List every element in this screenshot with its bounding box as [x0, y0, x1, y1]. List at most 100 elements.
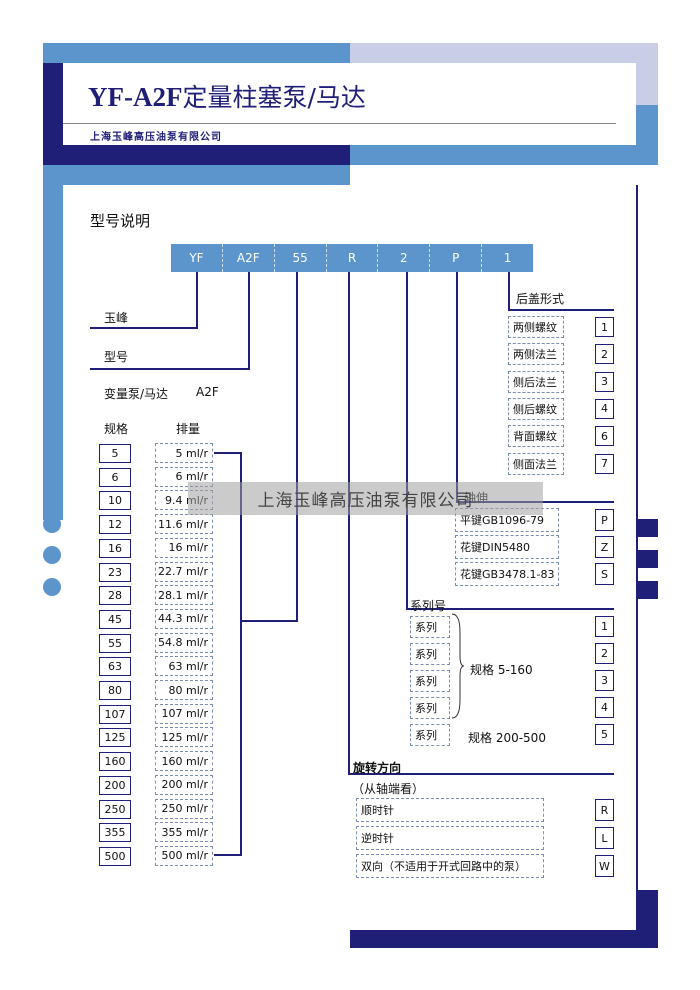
- code-cell: YF: [171, 244, 223, 272]
- displacement-header: 排量: [176, 422, 201, 436]
- code-cell: P: [430, 244, 483, 272]
- rotation-option-code: W: [595, 855, 614, 877]
- dot-1: [43, 515, 61, 533]
- shaft-option-label: 花键DIN5480: [455, 535, 559, 559]
- right-lavender-band: [636, 63, 658, 105]
- cover-option-code: 3: [595, 371, 614, 392]
- dot-2: [43, 546, 61, 564]
- size-box: 16: [99, 538, 131, 558]
- series-option-label: 系列: [410, 616, 450, 638]
- line-bracket-top: [214, 452, 242, 454]
- size-box: 63: [99, 657, 131, 677]
- displacement-box: 6 ml/r: [155, 466, 213, 487]
- displacement-box: 107 ml/r: [155, 703, 213, 724]
- displacement-box: 5 ml/r: [155, 443, 213, 463]
- line-shaft-v: [456, 272, 458, 503]
- shaft-option-code: P: [595, 509, 614, 531]
- line-bracket-v: [240, 452, 242, 856]
- code-cell: 2: [378, 244, 431, 272]
- size-box: 125: [99, 728, 131, 748]
- size-box: 160: [99, 752, 131, 772]
- top-blue-band: [43, 43, 350, 63]
- line-cover-h: [508, 309, 614, 311]
- series-option-label: 系列: [410, 670, 450, 692]
- cover-option-code: 6: [595, 426, 614, 447]
- series-option-label: 系列: [410, 697, 450, 719]
- size-header: 规格: [104, 422, 129, 436]
- shaft-option-label: 花键GB3478.1-83: [455, 562, 559, 586]
- series-note-1: 规格 5-160: [470, 663, 533, 677]
- line-size-v: [296, 272, 298, 622]
- size-box: 45: [99, 609, 131, 629]
- brand-label: 玉峰: [104, 311, 129, 325]
- series-option-code: 3: [595, 670, 614, 691]
- size-box: 250: [99, 799, 131, 819]
- displacement-box: 80 ml/r: [155, 680, 213, 700]
- rotation-note: （从轴端看）: [352, 782, 425, 796]
- model-label: 型号: [104, 350, 129, 364]
- top-lavender-band: [350, 43, 658, 63]
- code-cell: A2F: [223, 244, 275, 272]
- series-option-label: 系列: [410, 643, 450, 665]
- series-option-code: 1: [595, 616, 614, 637]
- size-box: 28: [99, 586, 131, 606]
- bottom-navy-band: [63, 145, 350, 165]
- displacement-box: 11.6 ml/r: [155, 514, 213, 535]
- size-box: 23: [99, 562, 131, 582]
- right-border-line: [636, 185, 638, 930]
- line-rotation-v: [348, 272, 350, 775]
- displacement-box: 63 ml/r: [155, 656, 213, 677]
- company-name: 上海玉峰高压油泵有限公司: [90, 132, 222, 143]
- cover-option-label: 侧面法兰: [508, 452, 564, 475]
- line-a2f-h: [90, 368, 250, 370]
- size-box: 10: [99, 491, 131, 511]
- series-note-2: 规格 200-500: [468, 731, 546, 745]
- line-bracket-bottom: [214, 854, 242, 856]
- rotation-option-label: 双向（不适用于开式回路中的泵）: [356, 854, 544, 878]
- displacement-box: 22.7 ml/r: [155, 561, 213, 582]
- rotation-option-label: 顺时针: [356, 798, 544, 822]
- page-title: YF-A2F定量柱塞泵/马达: [88, 82, 366, 112]
- line-cover-v: [508, 272, 510, 311]
- rotation-header: 旋转方向: [353, 761, 402, 775]
- displacement-box: 125 ml/r: [155, 727, 213, 748]
- cover-header: 后盖形式: [516, 292, 565, 306]
- displacement-box: 200 ml/r: [155, 774, 213, 795]
- rotation-option-label: 逆时针: [356, 826, 544, 850]
- size-box: 55: [99, 633, 131, 653]
- watermark: 上海玉峰高压油泵有限公司: [188, 482, 543, 515]
- header-divider: [63, 123, 616, 124]
- displacement-box: 160 ml/r: [155, 751, 213, 772]
- shaft-option-code: Z: [595, 536, 614, 558]
- bottom-blue-band: [350, 145, 658, 165]
- line-series-v: [406, 272, 408, 610]
- size-box: 12: [99, 515, 131, 535]
- code-cell: 55: [275, 244, 327, 272]
- left-navy-band: [43, 63, 63, 185]
- square-1: [638, 519, 658, 537]
- line-yf-v: [196, 272, 198, 329]
- rotation-option-code: L: [595, 827, 614, 849]
- dot-3: [43, 578, 61, 596]
- displacement-box: 28.1 ml/r: [155, 585, 213, 606]
- displacement-box: 44.3 ml/r: [155, 608, 213, 629]
- series-option-label: 系列: [410, 724, 450, 746]
- displacement-box: 250 ml/r: [155, 798, 213, 819]
- cover-option-code: 1: [595, 317, 614, 337]
- cover-option-label: 背面螺纹: [508, 425, 564, 448]
- series-header: 系列号: [410, 599, 447, 613]
- size-box: 500: [99, 846, 131, 866]
- section-title: 型号说明: [90, 212, 151, 230]
- size-box: 5: [99, 444, 131, 463]
- cover-option-label: 两侧螺纹: [508, 316, 564, 338]
- model-code-bar: YF A2F 55 R 2 P 1: [171, 244, 533, 272]
- displacement-box: 355 ml/r: [155, 822, 213, 843]
- line-yf-h: [90, 327, 198, 329]
- series-option-code: 4: [595, 697, 614, 718]
- bottom-right-band: [350, 930, 658, 948]
- pump-code-label: A2F: [196, 385, 219, 399]
- cover-option-code: 2: [595, 344, 614, 365]
- code-cell: R: [327, 244, 379, 272]
- series-brace: [451, 613, 465, 719]
- cover-option-code: 7: [595, 453, 614, 474]
